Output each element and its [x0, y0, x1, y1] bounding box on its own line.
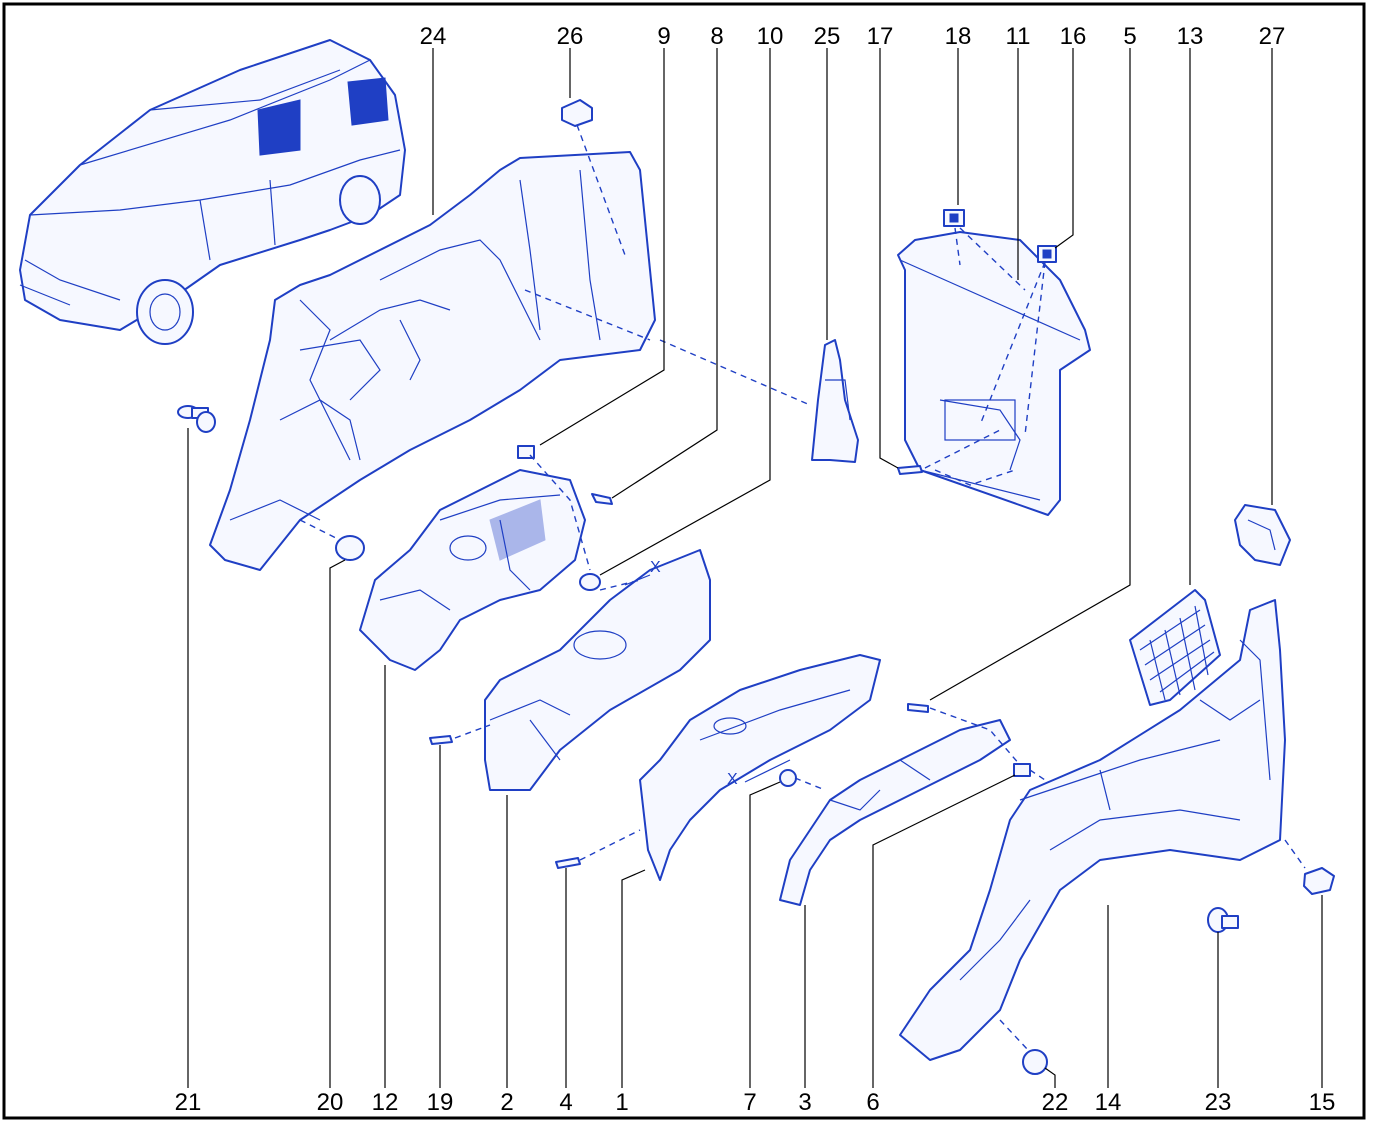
- callout-19: 19: [427, 1089, 454, 1116]
- part-14-quarter-trim: [899, 599, 1286, 1061]
- callout-18: 18: [945, 23, 972, 50]
- part-12-storage-bracket: [359, 469, 586, 671]
- fastener-7: [779, 769, 797, 787]
- callout-8: 8: [710, 23, 723, 50]
- callout-16: 16: [1060, 23, 1087, 50]
- callout-12: 12: [372, 1089, 399, 1116]
- fastener-4: [555, 857, 581, 869]
- fastener-21: [177, 405, 216, 433]
- fastener-10: [579, 573, 601, 591]
- part-25-bracket: [811, 339, 859, 463]
- dimension-marks: X X: [624, 559, 791, 788]
- part-3-bracket: [779, 719, 1011, 906]
- callout-10: 10: [757, 23, 784, 50]
- top-callouts: 24 26 9 8 10 25 17 18 11 16 5 13 27: [420, 23, 1286, 50]
- callout-1: 1: [615, 1089, 628, 1116]
- vehicle-illustration: [19, 39, 406, 345]
- fastener-15: [1303, 867, 1335, 895]
- fastener-19: [429, 735, 453, 745]
- callout-25: 25: [814, 23, 841, 50]
- fastener-8: [591, 493, 613, 505]
- part-2-lower-trim: [484, 549, 711, 791]
- callout-14: 14: [1095, 1089, 1122, 1116]
- callout-22: 22: [1042, 1089, 1069, 1116]
- bottom-callouts: 21 20 12 19 2 4 1 7 3 6 22 14 23 15: [175, 1089, 1336, 1116]
- callout-26: 26: [557, 23, 584, 50]
- callout-5: 5: [1123, 23, 1136, 50]
- callout-3: 3: [798, 1089, 811, 1116]
- callout-15: 15: [1309, 1089, 1336, 1116]
- part-27-cover: [1234, 504, 1291, 566]
- part-1-sill-trim: [639, 654, 881, 881]
- fastener-23: [1207, 907, 1239, 933]
- callout-11: 11: [1006, 23, 1031, 50]
- callout-13: 13: [1177, 23, 1204, 50]
- callout-20: 20: [317, 1089, 344, 1116]
- callout-2: 2: [500, 1089, 513, 1116]
- callout-9: 9: [657, 23, 670, 50]
- leader-lines: [187, 48, 1323, 1088]
- part-11-tailgate-panel: [897, 231, 1091, 516]
- diagram-border: [2, 2, 1366, 1120]
- callout-27: 27: [1259, 23, 1286, 50]
- part-18-clip: [943, 209, 965, 227]
- callout-21: 21: [175, 1089, 202, 1116]
- assembly-lines: [299, 124, 1306, 1051]
- fastener-20: [335, 535, 365, 561]
- part-26-clip: [561, 99, 593, 127]
- fastener-22: [1022, 1049, 1048, 1075]
- part-24-quarter-trim: [209, 151, 656, 571]
- part-16-clip: [1037, 245, 1057, 263]
- fastener-17: [897, 465, 923, 475]
- dimension-mark-lower: X: [727, 771, 738, 788]
- callout-24: 24: [420, 23, 447, 50]
- fastener-5: [907, 703, 929, 713]
- callout-4: 4: [559, 1089, 572, 1116]
- callout-23: 23: [1205, 1089, 1232, 1116]
- part-13-net: [1129, 589, 1221, 706]
- callout-17: 17: [867, 23, 894, 50]
- dimension-mark-upper: X: [650, 559, 661, 576]
- callout-6: 6: [866, 1089, 879, 1116]
- fastener-6: [1013, 763, 1031, 777]
- callout-7: 7: [743, 1089, 756, 1116]
